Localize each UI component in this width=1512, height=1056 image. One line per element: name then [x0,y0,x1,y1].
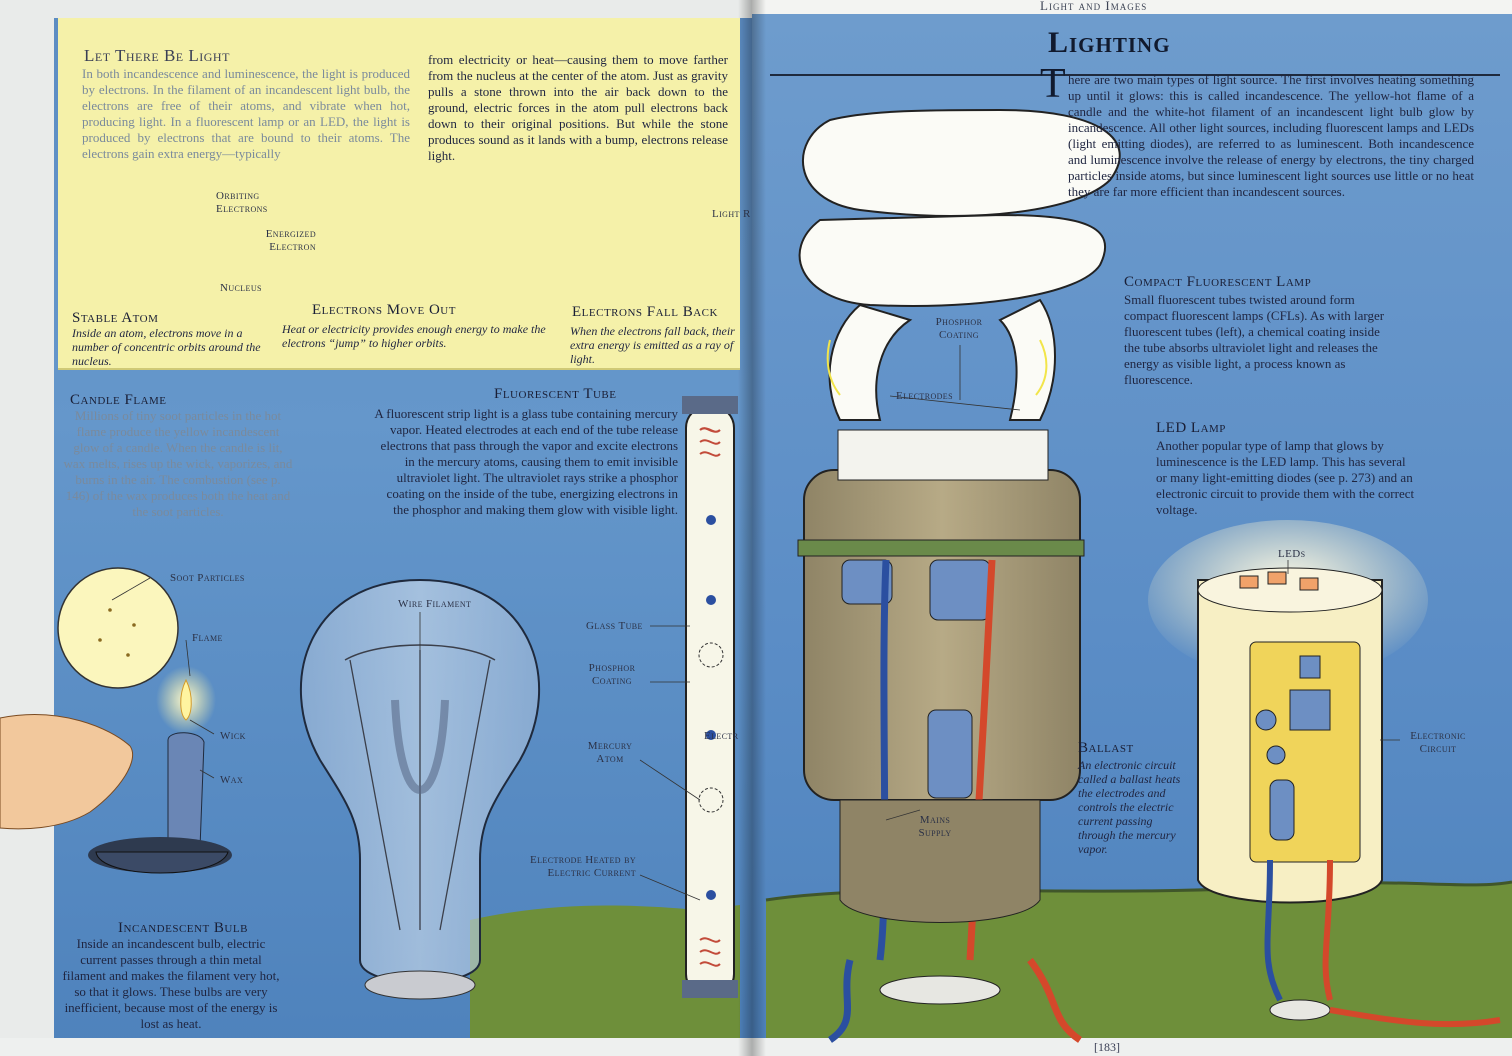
label-glass-tube: Glass Tube [586,620,643,632]
label-mains-supply: Mains Supply [918,814,952,839]
label-light-ray: Light Ray [712,208,750,220]
fluorescent-tube-text: A fluorescent strip light is a glass tub… [374,406,678,517]
label-flame: Flame [192,632,223,644]
candle-flame-text: Millions of tiny soot particles in the h… [63,408,293,519]
atom-panel-text-col1: In both incandescence and luminescence, … [82,66,410,161]
electrons-move-out-text: Heat or electricity provides enough ener… [282,322,546,350]
atom-panel-title: Let There Be Light [84,46,230,65]
cfl-text: Small fluorescent tubes twisted around f… [1124,292,1385,387]
label-energized-electron: Energized Electron [265,228,316,253]
page-margin [0,0,54,1056]
ground-left [470,905,740,1038]
label-nucleus: Nucleus [220,282,262,294]
cfl-illustration [797,108,1121,1043]
page-margin-bottom [0,1038,1512,1056]
stable-atom-title: Stable Atom [72,310,159,326]
stable-atom-text: Inside an atom, electrons move in a numb… [72,326,261,368]
electrons-fall-back-title: Electrons Fall Back [572,304,718,320]
label-leds: LEDs [1278,548,1306,560]
running-head: Light and Images [1040,0,1148,13]
cfl-title: Compact Fluorescent Lamp [1124,274,1312,290]
incandescent-bulb-text: Inside an incandescent bulb, electric cu… [62,936,280,1031]
label-wax: Wax [220,774,244,786]
label-electronic-circuit: Electronic Circuit [1410,730,1466,755]
ballast-title: Ballast [1078,740,1134,756]
atom-panel-text-col2: from electricity or heat—causing them to… [428,52,728,163]
incandescent-bulb-title: Incandescent Bulb [118,920,248,936]
label-orbiting-electrons: Orbiting Electrons [216,190,268,215]
label-cfl-phosphor-coating: Phosphor Coating [935,316,983,341]
label-wick: Wick [220,730,246,742]
led-lamp-illustration [1148,520,1501,1028]
label-mercury-atom: Mercury Atom [587,740,633,765]
led-lamp-text: Another popular type of lamp that glows … [1156,438,1415,517]
candle-illustration [0,567,232,874]
page-title: Lighting [1048,26,1171,59]
led-lamp-title: LED Lamp [1156,420,1226,436]
label-electron: Electron [704,730,738,742]
intro-dropcap: T [1040,61,1066,107]
page-number: [183] [1094,1040,1120,1054]
intro-text: here are two main types of light source.… [1068,72,1474,199]
fluorescent-tube-title: Fluorescent Tube [494,386,617,402]
label-fluorescent-phosphor-coating: Phosphor Coating [588,662,636,687]
book-gutter [738,0,766,1056]
incandescent-bulb-illustration [299,578,541,1000]
electrons-move-out-title: Electrons Move Out [312,302,456,318]
ballast-text: An electronic circuit called a ballast h… [1078,758,1181,856]
page-margin-top [0,0,752,18]
fluorescent-tube-illustration [682,396,738,998]
candle-flame-title: Candle Flame [70,392,167,408]
atom-panel [58,18,740,370]
title-rule [770,74,1500,76]
label-soot-particles: Soot Particles [170,572,245,584]
label-electrodes: Electrodes [896,390,953,402]
electrons-fall-back-text: When the electrons fall back, their extr… [570,324,735,366]
label-electrode-heated: Electrode Heated by Electric Current [530,854,636,879]
label-wire-filament: Wire Filament [398,598,472,610]
